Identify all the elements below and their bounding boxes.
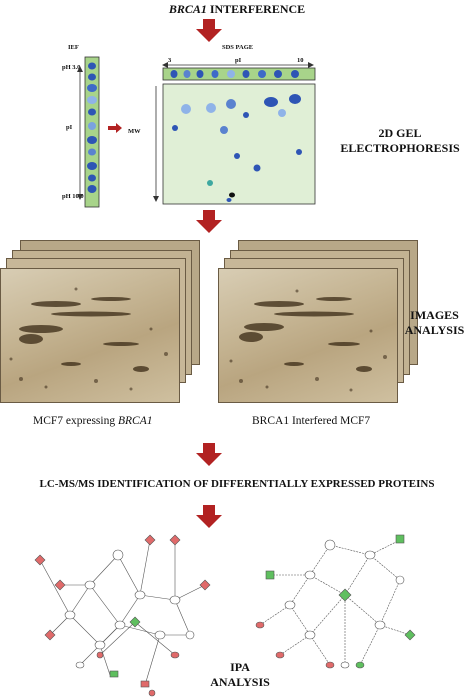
- step-label-line: ANALYSIS: [210, 675, 270, 689]
- caption-left-gene: BRCA1: [117, 415, 153, 427]
- network-left: [39, 539, 206, 686]
- gel-image-stack-right: [218, 240, 423, 410]
- gel-image-stack-left: [0, 240, 205, 410]
- pi-left-label: pI: [66, 124, 73, 131]
- step-label-ipa: IPA ANALYSIS: [200, 660, 280, 690]
- gel-pi-label: pI: [236, 143, 243, 150]
- step-label-line: ELECTROPHORESIS: [340, 141, 460, 155]
- network-right: [259, 539, 411, 666]
- down-arrow-icon: [196, 443, 222, 466]
- ipa-networks: [34, 534, 416, 697]
- down-arrow-icon: [196, 210, 222, 233]
- ief-strip: [84, 56, 100, 208]
- step-label-line: ANALYSIS: [404, 323, 465, 337]
- page-title: BRCA1 INTERFERENCE: [0, 2, 474, 17]
- gel-image-right-pattern: [229, 289, 387, 392]
- gel-image-right: [218, 268, 398, 403]
- ief-label: IEF: [68, 44, 79, 51]
- title-gene: BRCA1: [168, 2, 207, 16]
- sds-page-label: SDS PAGE: [222, 44, 254, 51]
- caption-left: MCF7 expressing BRCA1: [33, 415, 152, 427]
- axis-pi-label: pI: [235, 57, 242, 64]
- step-label-2d-gel: 2D GEL ELECTROPHORESIS: [340, 126, 460, 156]
- network-left-nodes: [34, 534, 211, 697]
- step-label-line: 2D GEL: [378, 126, 422, 140]
- step-label-line: IPA: [230, 660, 250, 674]
- lcms-title: LC-MS/MS IDENTIFICATION OF DIFFERENTIALL…: [39, 478, 435, 490]
- network-right-nodes: [255, 534, 416, 669]
- ph-bottom-label: pH 10.0: [62, 193, 84, 200]
- ief-strip-spots: [87, 62, 97, 193]
- mw-label: MW: [128, 128, 141, 135]
- down-arrow-icon: [196, 19, 222, 42]
- axis-end-label: 10: [297, 57, 304, 64]
- caption-right: BRCA1 Interfered MCF7: [252, 415, 371, 427]
- title-rest: INTERFERENCE: [206, 2, 306, 16]
- transfer-arrow-icon: [108, 123, 122, 133]
- step-label-line: IMAGES: [410, 308, 459, 322]
- sds-strip: [162, 67, 316, 81]
- step-label-images: IMAGES ANALYSIS: [395, 308, 474, 338]
- gel-image-left-pattern: [9, 287, 168, 391]
- gel-schematic: [77, 56, 316, 208]
- caption-left-prefix: MCF7 expressing: [33, 415, 118, 427]
- ph-top-label: pH 3.0: [62, 64, 81, 71]
- axis-start-label: 3: [168, 57, 172, 64]
- gel-image-left: [0, 268, 180, 403]
